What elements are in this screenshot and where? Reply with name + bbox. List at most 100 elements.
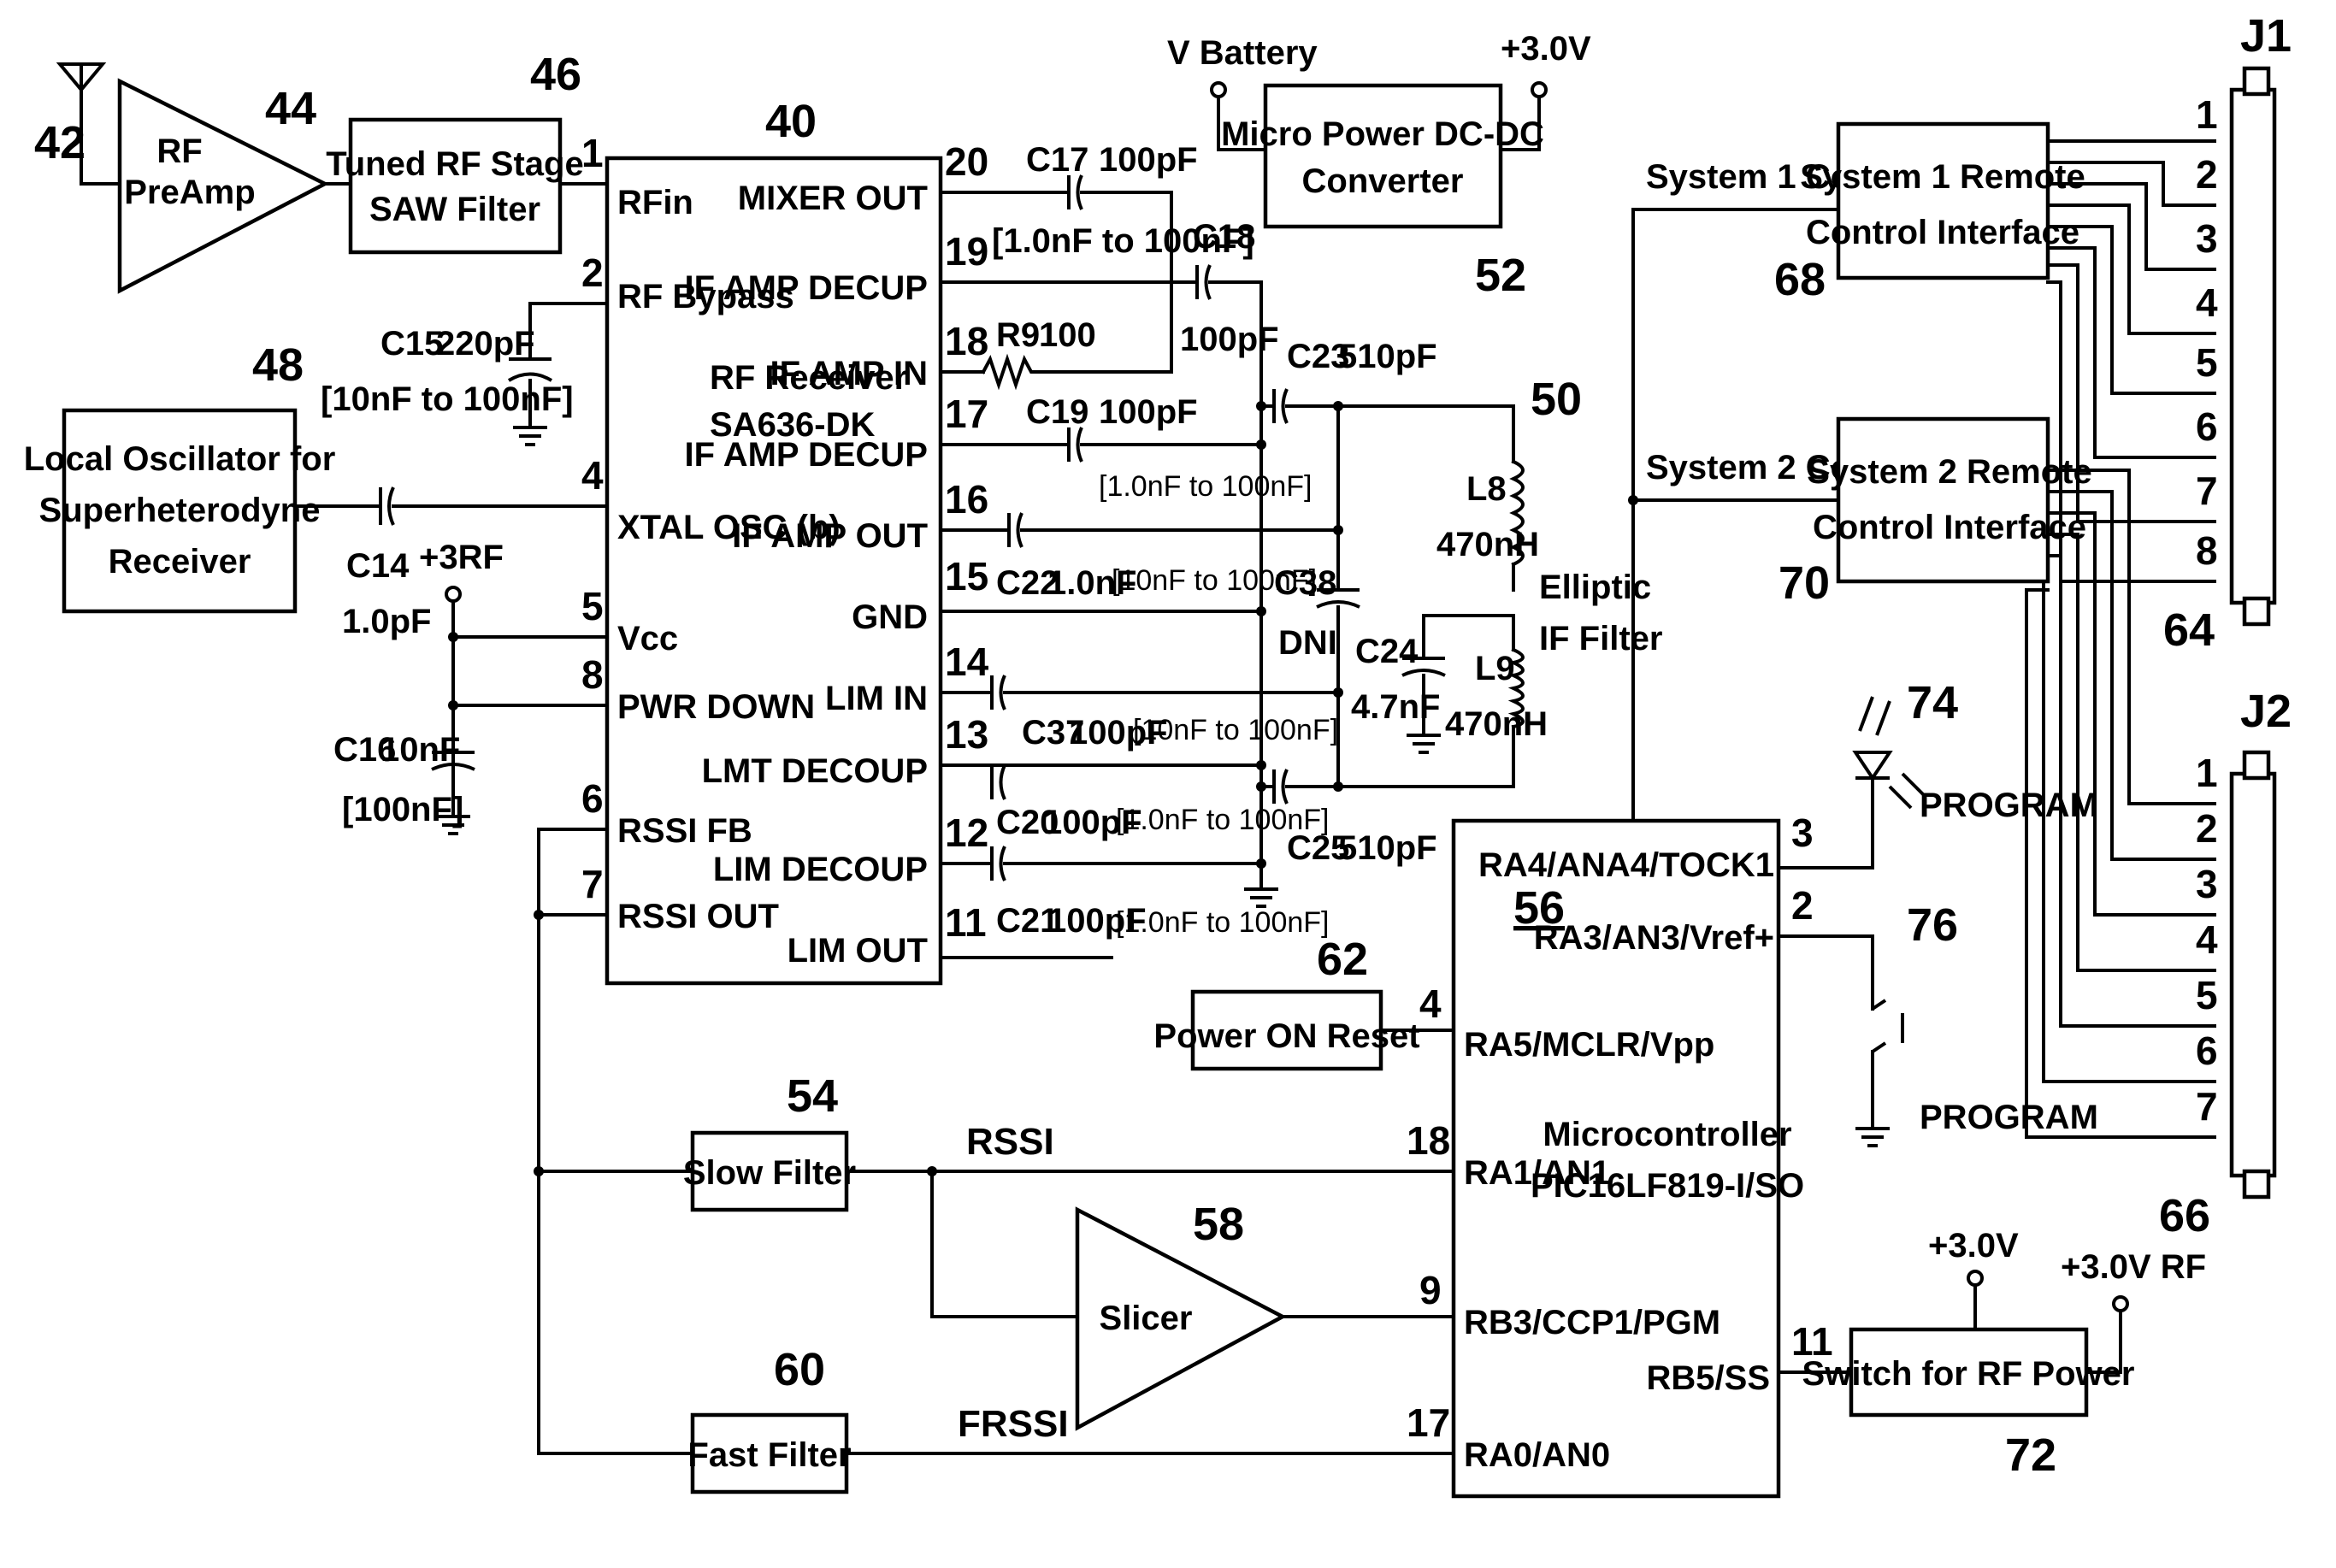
- j1-pin: 3: [2196, 216, 2218, 261]
- slow-filter-label: Slow Filter: [683, 1154, 856, 1192]
- slicer-label: Slicer: [1100, 1300, 1193, 1337]
- r9-value: 100: [1039, 316, 1096, 354]
- sys2-interface-box: [1838, 419, 2048, 581]
- lo-ref: 48: [252, 339, 304, 391]
- if-filter-line1: Elliptic: [1539, 569, 1651, 606]
- rail-3rf: +3RF: [419, 539, 504, 576]
- mcu-line1: Microcontroller: [1543, 1116, 1791, 1153]
- receiver-ref: 40: [765, 96, 817, 147]
- pushbutton-icon: [1873, 1000, 1902, 1052]
- pin-label: RA4/ANA4/TOCK1: [1478, 846, 1774, 884]
- saw-ref: 46: [530, 49, 581, 100]
- pin-number: 14: [945, 640, 989, 684]
- pin-label: PWR DOWN: [617, 688, 815, 726]
- pin-label: RFin: [617, 184, 693, 221]
- pin-number: 1: [581, 131, 604, 175]
- j1-pin: 6: [2196, 404, 2218, 449]
- pin-label: RSSI OUT: [617, 898, 779, 935]
- pin-number: 8: [581, 652, 604, 697]
- pin-label: LIM DECOUP: [713, 851, 928, 888]
- saw-line2: SAW Filter: [369, 191, 540, 228]
- resistor-r9: [983, 359, 1035, 385]
- saw-filter-box: [351, 120, 560, 252]
- antenna-ref: 42: [34, 117, 86, 168]
- j2-body-ref: 66: [2159, 1190, 2210, 1241]
- pin-label: LIM OUT: [788, 932, 928, 970]
- pin-label: MIXER OUT: [738, 180, 928, 217]
- c15-label: C15: [380, 325, 443, 363]
- dcdc-vout: +3.0V: [1501, 30, 1591, 68]
- c16-value: 10nF: [380, 731, 460, 769]
- lo-line3: Receiver: [109, 543, 251, 581]
- pin-number: 19: [945, 229, 988, 274]
- c19-value: 100pF: [1099, 393, 1198, 431]
- pin-number: 5: [581, 584, 604, 628]
- pin-number: 16: [945, 477, 988, 522]
- pin-label: IF AMP DECUP: [685, 436, 928, 474]
- slow-filter-ref: 54: [787, 1070, 838, 1122]
- j2-pin: 6: [2196, 1029, 2218, 1073]
- preamp-ref: 44: [265, 83, 316, 134]
- por-ref: 62: [1317, 934, 1368, 985]
- por-label: Power ON Reset: [1153, 1017, 1419, 1055]
- c24-value: 4.7nF: [1351, 688, 1440, 726]
- pin-label: RA3/AN3/Vref+: [1534, 919, 1774, 957]
- c19-range: [1.0nF to 100nF]: [1099, 470, 1313, 503]
- preamp-line2: PreAmp: [124, 174, 255, 211]
- c17-value: 100pF: [1099, 141, 1198, 179]
- c14-value: 1.0pF: [342, 603, 431, 640]
- frssi-signal-label: FRSSI: [958, 1403, 1069, 1445]
- c38-label: C38: [1274, 564, 1336, 602]
- dcdc-converter-box: [1265, 85, 1501, 227]
- if-filter-ref: 50: [1531, 374, 1582, 425]
- c19-label: C19: [1026, 393, 1088, 431]
- pin-label: RA1/AN1: [1464, 1154, 1610, 1192]
- c21-range: [1.0nF to 100nF]: [1116, 906, 1330, 939]
- l9-value: 470nH: [1445, 705, 1548, 743]
- c24-label: C24: [1355, 633, 1419, 670]
- fast-filter-label: Fast Filter: [687, 1436, 851, 1474]
- pin-number: 11: [945, 900, 987, 945]
- pin-label: LMT DECOUP: [702, 752, 928, 790]
- dcdc-line1: Micro Power DC-DC: [1221, 115, 1544, 153]
- pin-number: 4: [1419, 981, 1442, 1026]
- c23-value: 510pF: [1338, 338, 1437, 375]
- sys1-ref: 68: [1774, 254, 1826, 305]
- sys2-line1: System 2 Remote: [1807, 453, 2091, 491]
- l8-label: L8: [1466, 470, 1507, 508]
- pin-number: 2: [1791, 883, 1814, 928]
- rf-switch-vout: +3.0V RF: [2061, 1248, 2206, 1286]
- pin-number: 2: [581, 251, 604, 295]
- pin-label: LIM IN: [825, 680, 928, 717]
- j1-pin: 4: [2196, 280, 2218, 325]
- j2-pin: 3: [2196, 862, 2218, 906]
- button-ref: 76: [1907, 899, 1958, 951]
- j1-pin: 5: [2196, 340, 2218, 385]
- antenna-icon: [60, 64, 103, 90]
- c37-range: [10nF to 100nF]: [1133, 714, 1338, 746]
- j1-pin: 7: [2196, 469, 2218, 513]
- j1-ref: J1: [2240, 10, 2292, 62]
- pin-label: GND: [852, 598, 928, 636]
- c25-value: 510pF: [1338, 829, 1437, 867]
- pin-label: RA0/AN0: [1464, 1436, 1610, 1474]
- pin-label: RB5/SS: [1647, 1359, 1771, 1397]
- pin-label: RB3/CCP1/PGM: [1464, 1304, 1720, 1341]
- lo-line2: Superheterodyne: [39, 492, 321, 529]
- button-label: PROGRAM: [1920, 1099, 2098, 1136]
- pin-number: 3: [1791, 811, 1814, 855]
- c14-label: C14: [346, 547, 410, 585]
- sys1-interface-box: [1838, 124, 2048, 278]
- j2-pin: 4: [2196, 917, 2218, 962]
- c15-value: 220pF: [436, 325, 535, 363]
- j2-pin: 2: [2196, 806, 2218, 851]
- c18-value: 100pF: [1180, 321, 1279, 358]
- sys2-ref: 70: [1779, 557, 1830, 609]
- rssi-signal-label: RSSI: [966, 1121, 1054, 1163]
- dcdc-ref: 52: [1475, 250, 1526, 301]
- j2-pin: 5: [2196, 973, 2218, 1017]
- pin-label: Vcc: [617, 620, 678, 657]
- c17-label: C17: [1026, 141, 1088, 179]
- j1-body-ref: 64: [2163, 604, 2215, 656]
